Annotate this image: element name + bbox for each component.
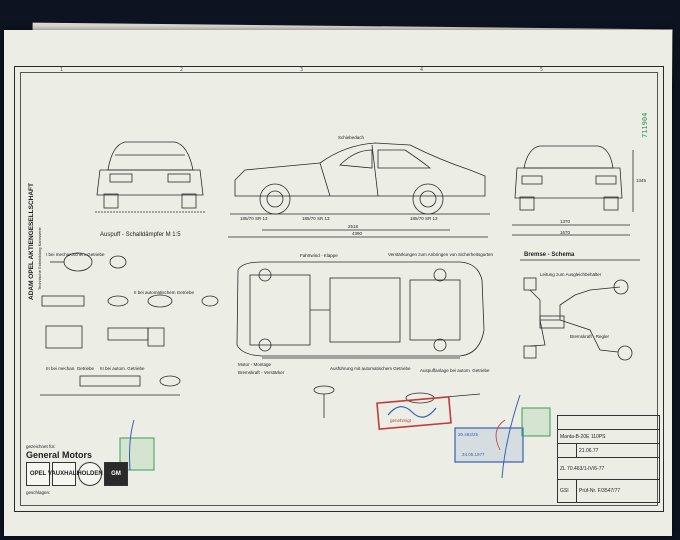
roof-note: Schiebedach (338, 135, 365, 140)
exec-label: Ausführung mit automatischem Getriebe (330, 366, 411, 371)
dim-track-rear: 1670 (560, 230, 571, 235)
tb-gsi: GSI (557, 479, 577, 503)
title-block: Manta-B-20E 110PS 21.06.77 ZL 70.463/1-I… (557, 415, 660, 503)
drawing-frame (14, 66, 664, 512)
top-ruler-mark: 4 (420, 67, 424, 73)
stamp-red-text: genehmigt (390, 418, 412, 423)
drawing-inner-frame (20, 72, 658, 506)
dim-length: 4390 (352, 231, 363, 236)
top-ruler-mark: 3 (300, 67, 304, 73)
tb-code: ZL 70.463/1-IV/6-77 (557, 457, 660, 480)
holden-logo: HOLDEN (77, 462, 103, 486)
brake-amp-label: Bremskraft - Verstärker (238, 370, 285, 375)
section-IV-label: III bei autom. Getriebe (100, 366, 145, 371)
dim-track-front: 1370 (560, 219, 571, 224)
tb-check: Prüf-Nr. F/3547/77 (576, 479, 660, 503)
brake-regler-label: Bremskraft - Regler (570, 334, 610, 339)
dim-height: 1345 (636, 178, 647, 183)
stamp-b-text: 24.05.1977 (462, 452, 485, 457)
client-name: General Motors (26, 450, 93, 460)
section-III-label: III bei mechan. Getriebe (46, 366, 95, 371)
tb-model: Manta-B-20E 110PS (557, 429, 660, 444)
tb-header (557, 415, 660, 430)
section-I-label: I bei mechanischem Getriebe (46, 252, 105, 257)
exhaust-parts (40, 252, 219, 396)
top-ruler-mark: 1 (60, 67, 64, 73)
top-view-label: Fahrtwind - Klappe (300, 253, 338, 258)
vauxhall-logo: VAUXHALL (48, 462, 80, 486)
front-view-car (95, 141, 205, 213)
exhaust-title: Auspuff - Schalldämpfer M 1:5 (100, 232, 181, 238)
top-ruler-mark: 5 (540, 67, 544, 73)
mounting-label: Verstärkungen zum Anbringen von Sicherhe… (388, 252, 494, 257)
tire-label: 185/70 SR 13 (410, 216, 438, 221)
client-label: gezeichnet für: (26, 444, 56, 449)
top-ruler-mark: 2 (180, 67, 184, 73)
tb-date: 21.06.77 (576, 443, 660, 458)
tire-label: 185/70 SR 13 (302, 216, 330, 221)
gm-logo: GM (104, 462, 128, 486)
tire-label: 185/70 SR 13 (240, 216, 268, 221)
rear-view-car (512, 145, 634, 236)
section-II-label: II bei automatischem Getriebe (134, 290, 195, 295)
exhaust-pipe-label: Auspuffanlage bei autom. Getriebe (420, 368, 490, 373)
signed-label: geschlagen: (26, 490, 51, 495)
side-view-car (228, 142, 490, 238)
brake-title: Bremse - Schema (524, 252, 575, 258)
stamps (119, 394, 551, 479)
brake-schema (520, 259, 640, 361)
brake-line-label: Leitung zum Ausgleichbehälter (540, 272, 602, 277)
dim-wheelbase: 2518 (348, 224, 359, 229)
opel-logo: OPEL (26, 462, 50, 486)
top-view-car (236, 261, 485, 359)
tb-blank (557, 443, 577, 458)
stamp-a-text: 30.492/25 (458, 432, 479, 437)
motor-label: Motor - Montage (238, 362, 272, 367)
